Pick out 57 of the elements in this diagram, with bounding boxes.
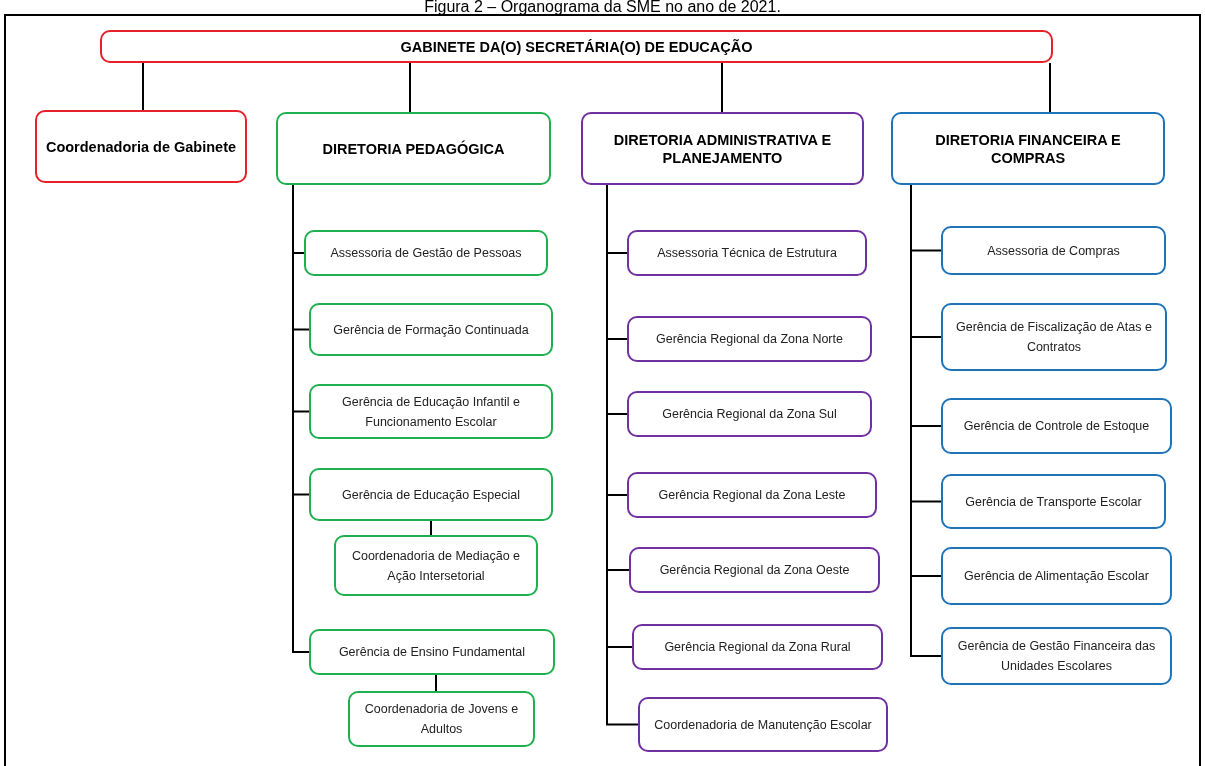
node-label: DIRETORIA PEDAGÓGICA bbox=[322, 139, 505, 159]
node-label: DIRETORIA FINANCEIRA E COMPRAS bbox=[934, 130, 1122, 167]
unit-box bbox=[629, 547, 880, 593]
department-box bbox=[581, 112, 864, 185]
node-label: Gerência de Educação Infantil e Funcionamento Escolar bbox=[341, 393, 521, 431]
unit-box bbox=[348, 691, 535, 747]
unit-box bbox=[334, 535, 538, 596]
unit-box bbox=[309, 468, 553, 521]
node-label: Gerência Regional da Zona Leste bbox=[658, 487, 846, 504]
node-label: DIRETORIA ADMINISTRATIVA E PLANEJAMENTO bbox=[612, 130, 833, 167]
connector-line bbox=[430, 520, 432, 536]
node-label: Gerência Regional da Zona Oeste bbox=[659, 562, 850, 579]
unit-box bbox=[627, 391, 872, 437]
unit-box bbox=[627, 230, 867, 276]
unit-box bbox=[304, 230, 548, 276]
node-label: Coordenadoria de Manutenção Escolar bbox=[654, 716, 872, 734]
node-label: Coordenadoria de Gabinete bbox=[45, 137, 237, 156]
node-label: Gerência de Alimentação Escolar bbox=[964, 568, 1149, 585]
node-label: Gerência de Fiscalização de Atas e Contratos bbox=[955, 319, 1153, 356]
node-label: Assessoria de Compras bbox=[987, 242, 1120, 260]
node-label: Coordenadoria de Mediação e Ação Intersetorial bbox=[350, 547, 522, 585]
node-label: Gerência de Ensino Fundamental bbox=[338, 644, 526, 661]
node-label: Gerência de Controle de Estoque bbox=[963, 418, 1150, 435]
connector-line bbox=[435, 674, 437, 692]
unit-box bbox=[638, 697, 888, 752]
node-label: Assessoria Técnica de Estrutura bbox=[657, 245, 837, 262]
unit-box bbox=[941, 474, 1166, 529]
unit-box bbox=[941, 226, 1166, 275]
unit-box bbox=[627, 472, 877, 518]
connector-line bbox=[721, 62, 723, 113]
unit-box bbox=[309, 303, 553, 356]
node-label: Coordenadoria de Jovens e Adultos bbox=[363, 701, 520, 738]
unit-box bbox=[309, 384, 553, 439]
unit-box bbox=[941, 547, 1172, 605]
unit-box bbox=[941, 303, 1167, 371]
unit-box bbox=[941, 627, 1172, 685]
node-label: Gerência de Transporte Escolar bbox=[965, 493, 1142, 511]
unit-box bbox=[627, 316, 872, 362]
department-box bbox=[276, 112, 551, 185]
node-label: Assessoria de Gestão de Pessoas bbox=[330, 245, 522, 262]
node-label: Gerência Regional da Zona Rural bbox=[664, 639, 851, 656]
node-label: GABINETE DA(O) SECRETÁRIA(O) DE EDUCAÇÃO bbox=[400, 37, 753, 56]
node-label: Gerência de Formação Continuada bbox=[333, 321, 529, 339]
figure-title: Figura 2 – Organograma da SME no ano de 2021. bbox=[423, 0, 782, 15]
node-label: Gerência de Educação Especial bbox=[342, 486, 520, 504]
node-label: Gerência Regional da Zona Sul bbox=[662, 406, 837, 423]
unit-box bbox=[309, 629, 555, 675]
department-box bbox=[100, 30, 1053, 63]
connector-line bbox=[1049, 62, 1051, 113]
unit-box bbox=[632, 624, 883, 670]
department-box bbox=[35, 110, 247, 183]
department-box bbox=[891, 112, 1165, 185]
connector-line bbox=[142, 62, 144, 111]
node-label: Gerência Regional da Zona Norte bbox=[656, 331, 843, 348]
connector-line bbox=[409, 62, 411, 113]
unit-box bbox=[941, 398, 1172, 454]
node-label: Gerência de Gestão Financeira das Unidades Escolares bbox=[956, 638, 1157, 675]
